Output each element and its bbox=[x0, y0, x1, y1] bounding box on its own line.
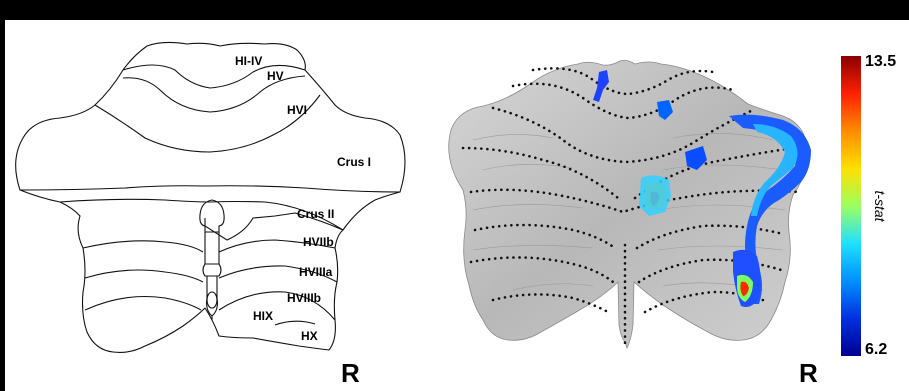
label-hx: HX bbox=[301, 329, 318, 343]
outer-boundary bbox=[16, 42, 405, 352]
label-hix: HIX bbox=[253, 309, 273, 323]
label-hviib: HVIIb bbox=[303, 235, 334, 249]
vermis-nodule bbox=[207, 292, 217, 308]
atlas-outline-panel: HI-IV HV HVI Crus I Crus II HVIIb HVIIIa… bbox=[5, 20, 413, 391]
vermis-column bbox=[205, 232, 219, 264]
label-hvi: HVI bbox=[287, 103, 307, 117]
folium-line-12 bbox=[275, 321, 315, 325]
label-hi-iv: HI-IV bbox=[235, 54, 262, 68]
side-label-right-panel: R bbox=[799, 358, 818, 388]
folium-line-4 bbox=[20, 186, 400, 192]
label-hviiia: HVIIIa bbox=[299, 265, 333, 279]
activation-map-panel: 13.5 6.2 t-stat R bbox=[413, 20, 909, 391]
side-label-left-panel: R bbox=[341, 358, 360, 388]
label-crus-ii: Crus II bbox=[297, 207, 334, 221]
label-hv: HV bbox=[267, 69, 284, 83]
activation-map: 13.5 6.2 t-stat R bbox=[413, 20, 909, 391]
label-crus-i: Crus I bbox=[337, 155, 371, 169]
atlas-outline: HI-IV HV HVI Crus I Crus II HVIIb HVIIIa… bbox=[5, 20, 413, 391]
colorbar-max-label: 13.5 bbox=[865, 53, 896, 70]
folium-line-6 bbox=[83, 241, 203, 252]
colorbar bbox=[841, 56, 861, 356]
folium-line-7 bbox=[85, 270, 203, 282]
colorbar-title: t-stat bbox=[872, 190, 888, 222]
vermis-mid bbox=[203, 264, 221, 276]
label-hviiib: HVIIIb bbox=[287, 291, 321, 305]
vermis-upper bbox=[200, 200, 224, 232]
colorbar-min-label: 6.2 bbox=[865, 341, 887, 358]
folium-line-8 bbox=[85, 297, 201, 311]
